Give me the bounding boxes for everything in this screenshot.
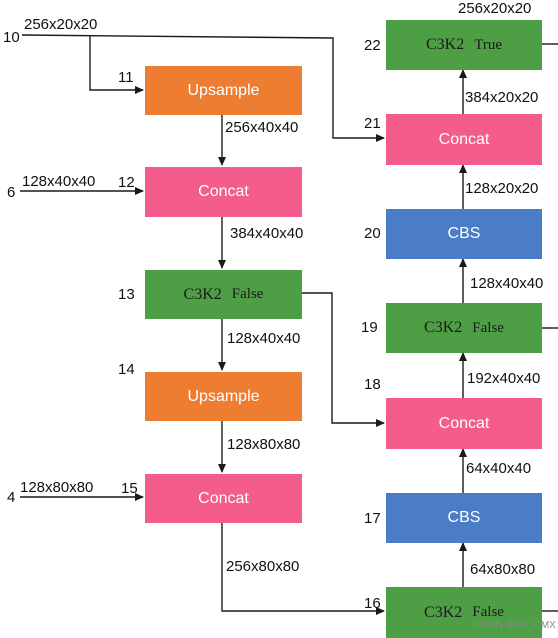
edge-15-to-16 <box>221 523 385 615</box>
input-10-index: 10 <box>3 29 20 46</box>
edge-13-14-label: 128x40x40 <box>227 330 301 347</box>
node-22-label: C3K2 <box>425 36 465 53</box>
input-6-index: 6 <box>7 184 16 201</box>
edge-16-17-label: 64x80x80 <box>470 561 536 578</box>
input-4-index: 4 <box>7 489 16 506</box>
node-19-c3k2: C3K2 False <box>386 303 542 353</box>
node-22-flag: True <box>474 36 503 53</box>
edge-14-15-label: 128x80x80 <box>227 436 301 453</box>
edge-10-to-21 <box>21 34 385 142</box>
node-21-index: 21 <box>364 115 381 132</box>
node-21-label: Concat <box>438 130 490 148</box>
input-4-shape: 128x80x80 <box>20 479 94 496</box>
edge-15-16-label: 256x80x80 <box>226 558 300 575</box>
edge-20-21-label: 128x20x20 <box>465 180 539 197</box>
node-17-cbs: CBS <box>386 493 542 543</box>
node-16-index: 16 <box>364 595 381 612</box>
watermark: CSDN @FX_CMX <box>474 620 556 631</box>
node-18-label: Concat <box>438 414 490 432</box>
edge-21-22-label: 384x20x20 <box>465 89 539 106</box>
node-11-index: 11 <box>118 69 134 86</box>
node-18-concat: Concat <box>386 398 542 449</box>
node-20-cbs: CBS <box>386 209 542 259</box>
node-15-concat: Concat <box>145 474 302 523</box>
input-6-shape: 128x40x40 <box>22 173 96 190</box>
node-22-index: 22 <box>364 37 381 54</box>
node-19-index: 19 <box>361 319 378 336</box>
node-15-index: 15 <box>121 480 138 497</box>
node-19-label: C3K2 <box>424 319 463 336</box>
edge-12-13-label: 384x40x40 <box>230 225 304 242</box>
node-13-index: 13 <box>118 286 135 303</box>
node-15-label: Concat <box>198 489 249 507</box>
node-14-index: 14 <box>118 361 135 378</box>
node-18-index: 18 <box>364 376 381 393</box>
node-17-index: 17 <box>364 510 381 527</box>
node-13-c3k2: C3K2 False <box>145 270 302 319</box>
node-12-label: Concat <box>198 183 249 200</box>
output-22-label: 256x20x20 <box>458 0 532 17</box>
edge-19-20-label: 128x40x40 <box>470 275 544 292</box>
node-16-flag: False <box>472 604 504 620</box>
node-14-upsample: Upsample <box>145 372 302 421</box>
node-17-label: CBS <box>447 509 481 526</box>
edge-18-19-label: 192x40x40 <box>467 370 541 387</box>
node-14-label: Upsample <box>187 387 260 405</box>
node-16-label: C3K2 <box>424 603 463 621</box>
node-21-concat: Concat <box>386 114 542 165</box>
node-19-flag: False <box>472 319 504 336</box>
node-12-concat: Concat <box>145 167 302 217</box>
node-11-upsample: Upsample <box>145 66 302 115</box>
edge-13-to-18 <box>302 292 385 427</box>
node-11-label: Upsample <box>187 81 260 99</box>
node-22-c3k2: C3K2 True <box>386 20 542 70</box>
edge-11-12-label: 256x40x40 <box>225 119 299 136</box>
node-13-label: C3K2 <box>183 285 222 303</box>
node-20-index: 20 <box>364 225 381 242</box>
node-13-flag: False <box>231 286 264 302</box>
input-10-shape: 256x20x20 <box>24 16 98 33</box>
node-16-c3k2: C3K2 False <box>386 587 542 638</box>
node-12-index: 12 <box>118 174 135 191</box>
edge-17-18-label: 64x40x40 <box>466 460 532 477</box>
node-20-label: CBS <box>447 225 481 242</box>
edge-10-to-11 <box>89 36 144 94</box>
